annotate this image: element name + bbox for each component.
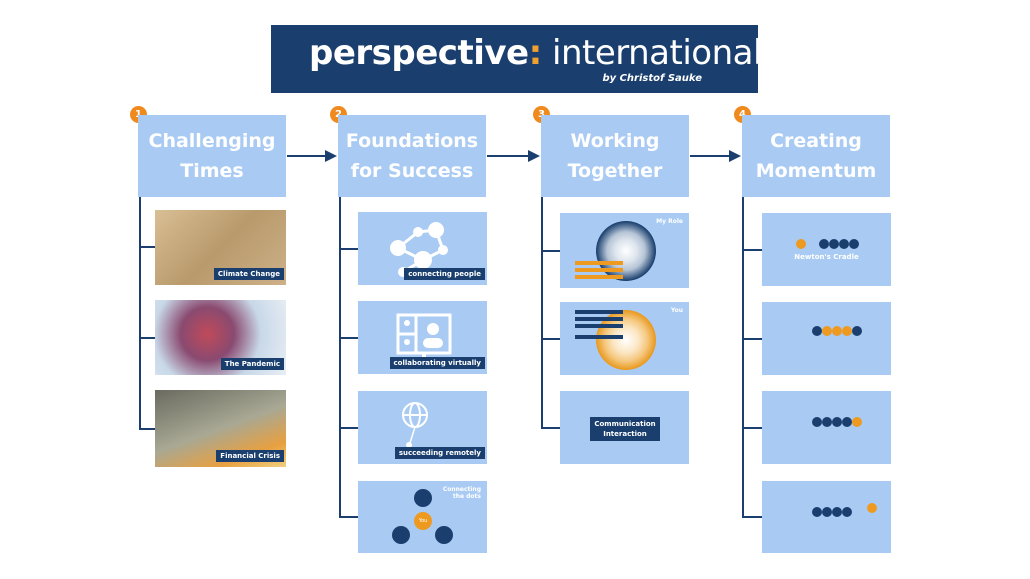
thumbnail-title: You [670, 307, 683, 314]
bar [575, 335, 623, 339]
connector [742, 197, 744, 517]
thumbnail-label: collaborating virtually [389, 357, 485, 369]
connector [742, 249, 762, 251]
ball [842, 507, 852, 517]
thumbnail-cradle-4[interactable] [762, 481, 891, 553]
communication-label: Communication Interaction [590, 417, 660, 441]
ball [852, 417, 862, 427]
arrow-3-4 [690, 150, 741, 162]
connector [339, 427, 358, 429]
connector [139, 337, 155, 339]
thumbnail-label: Climate Change [213, 268, 284, 280]
thumbnail-title: Newton's Cradle [794, 253, 859, 261]
connector [541, 250, 560, 252]
connector [339, 197, 341, 517]
bar [575, 275, 623, 279]
ball [822, 417, 832, 427]
thumbnail-cradle-3[interactable] [762, 391, 891, 464]
ball [842, 417, 852, 427]
thumbnail-label: connecting people [404, 268, 485, 280]
connector [339, 516, 358, 518]
bar [575, 317, 623, 321]
ball [812, 507, 822, 517]
bar [575, 324, 623, 328]
thumbnail-you[interactable]: You [560, 302, 689, 375]
connector [541, 197, 543, 428]
thumbnail-connecting-people[interactable]: connecting people [358, 212, 487, 285]
connector [742, 338, 762, 340]
thumbnail-succeeding-remotely[interactable]: succeeding remotely [358, 391, 487, 464]
ball [819, 239, 829, 249]
connector [339, 248, 358, 250]
thumbnail-financial-crisis[interactable]: Financial Crisis [155, 390, 286, 467]
globe-circle-icon [435, 526, 453, 544]
thumbnail-label: Financial Crisis [216, 450, 284, 462]
role-circles [596, 221, 656, 281]
ball [832, 417, 842, 427]
thumbnail-title: Connecting the dots [442, 486, 481, 500]
connector [742, 427, 762, 429]
ball [852, 326, 862, 336]
thumbnail-collaborating-virtually[interactable]: collaborating virtually [358, 301, 487, 374]
thumbnail-communication[interactable]: Communication Interaction [560, 391, 689, 464]
connector [541, 427, 560, 429]
byline: by Christof Sauke [602, 73, 702, 84]
ball [829, 239, 839, 249]
video-circle-icon [392, 526, 410, 544]
ball [812, 326, 822, 336]
connector [139, 246, 155, 248]
ball [842, 326, 852, 336]
ball [796, 239, 806, 249]
bar [575, 261, 623, 265]
ball [822, 326, 832, 336]
bar [575, 268, 623, 272]
thumbnail-newtons-cradle[interactable]: Newton's Cradle [762, 213, 891, 286]
network-circle-icon [414, 489, 432, 507]
arrow-1-2 [287, 150, 337, 162]
ball [822, 507, 832, 517]
connector [742, 516, 762, 518]
ball [812, 417, 822, 427]
ball [832, 507, 842, 517]
video-call-icon [396, 313, 452, 361]
thumbnail-pandemic[interactable]: The Pandemic [155, 300, 286, 375]
thumbnail-cradle-2[interactable] [762, 302, 891, 375]
connector [139, 428, 155, 430]
thumbnail-label: succeeding remotely [394, 447, 485, 459]
bar [575, 310, 623, 314]
connector [339, 337, 358, 339]
ball [832, 326, 842, 336]
ball [867, 503, 877, 513]
title-banner: perspective: international by Christof S… [271, 25, 762, 93]
arrow-2-3 [487, 150, 540, 162]
ball [839, 239, 849, 249]
connector [541, 338, 560, 340]
ball [849, 239, 859, 249]
thumbnail-my-role[interactable]: My Role [560, 213, 689, 288]
you-circle: You [414, 512, 432, 530]
brand-logo: perspective: international [309, 33, 762, 73]
thumbnail-climate-change[interactable]: Climate Change [155, 210, 286, 285]
thumbnail-connecting-the-dots[interactable]: Connecting the dots You [358, 481, 487, 553]
thumbnail-label: The Pandemic [220, 358, 284, 370]
thumbnail-title: My Role [656, 218, 683, 225]
connector [139, 197, 141, 430]
